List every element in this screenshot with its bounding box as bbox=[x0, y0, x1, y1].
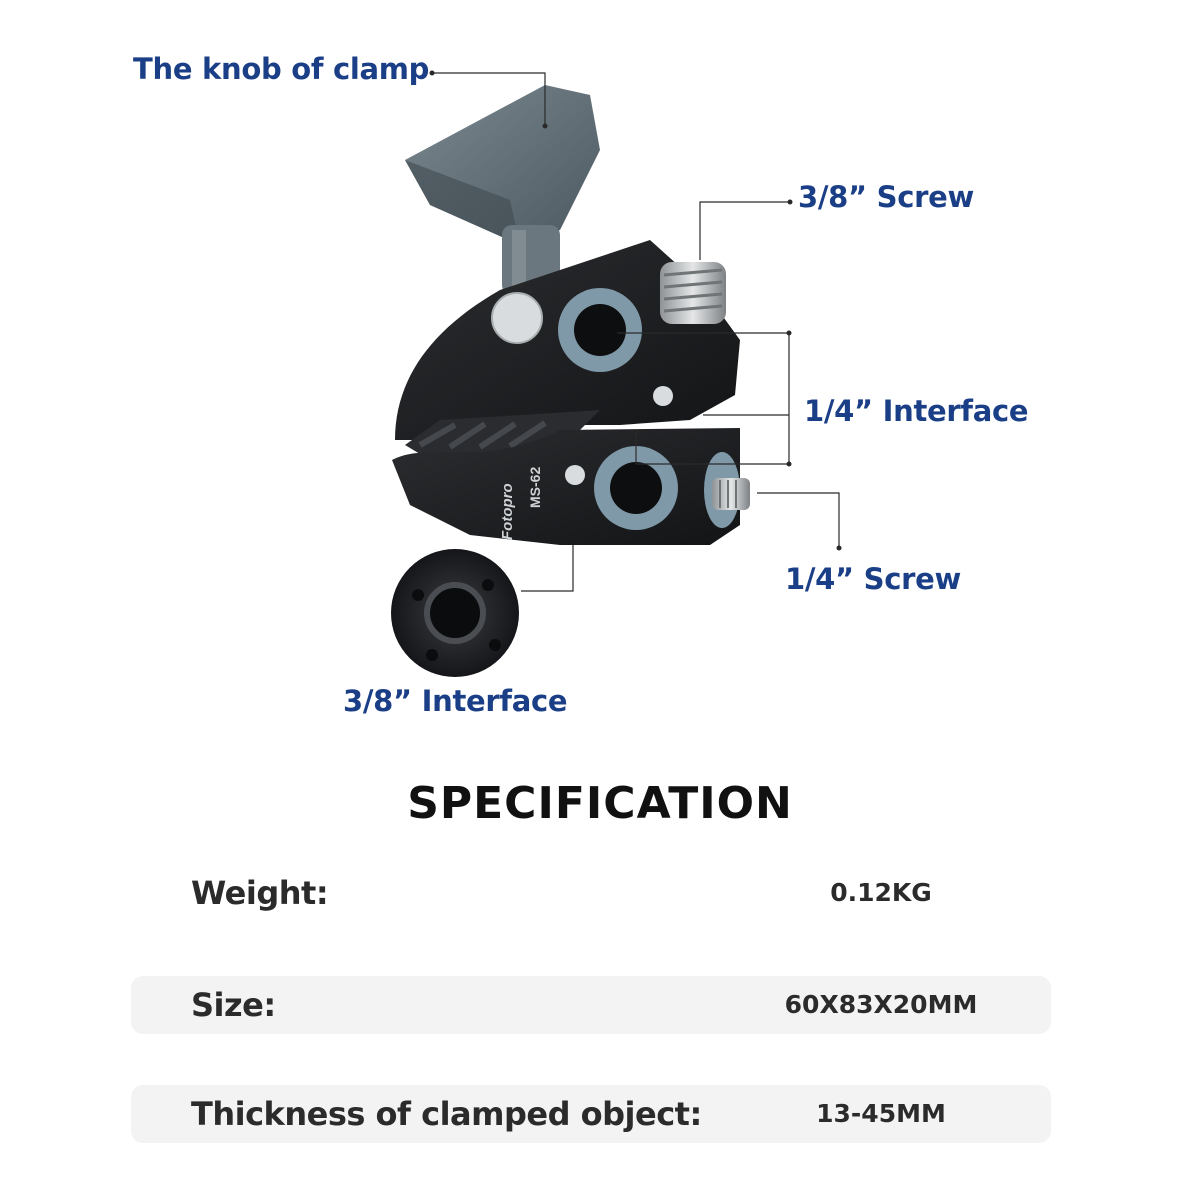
leader-lines bbox=[432, 72, 840, 592]
spec-row-thickness: Thickness of clamped object: 13-45MM bbox=[131, 1085, 1051, 1143]
spec-row-size: Size: 60X83X20MM bbox=[131, 976, 1051, 1034]
clamp-illustration: Fotopro MS-62 bbox=[391, 70, 842, 677]
callout-interface-38: 3/8” Interface bbox=[343, 684, 568, 718]
pivot-button bbox=[491, 292, 543, 344]
interface-14-lower bbox=[594, 446, 678, 530]
callout-knob: The knob of clamp bbox=[133, 52, 430, 86]
rubber-grip bbox=[405, 410, 600, 460]
interface-38-detail bbox=[391, 549, 519, 677]
spec-label: Size: bbox=[191, 986, 276, 1024]
model-print: MS-62 bbox=[527, 467, 543, 508]
spec-label: Weight: bbox=[191, 874, 329, 912]
spec-value: 13-45MM bbox=[816, 1099, 946, 1128]
spec-value: 60X83X20MM bbox=[784, 990, 978, 1019]
callout-screw-14: 1/4” Screw bbox=[785, 562, 961, 596]
clamp-knob bbox=[405, 85, 600, 295]
spec-row-weight: Weight: 0.12KG bbox=[131, 864, 1051, 922]
interface-14-upper bbox=[558, 288, 642, 372]
callout-interface-14: 1/4” Interface bbox=[804, 394, 1029, 428]
callout-screw-38: 3/8” Screw bbox=[798, 180, 974, 214]
brand-print: Fotopro bbox=[499, 483, 516, 540]
spec-label: Thickness of clamped object: bbox=[191, 1095, 702, 1133]
screw-14 bbox=[712, 478, 750, 510]
spec-title: SPECIFICATION bbox=[407, 778, 793, 829]
spec-value: 0.12KG bbox=[830, 878, 932, 907]
screw-38 bbox=[660, 262, 726, 324]
